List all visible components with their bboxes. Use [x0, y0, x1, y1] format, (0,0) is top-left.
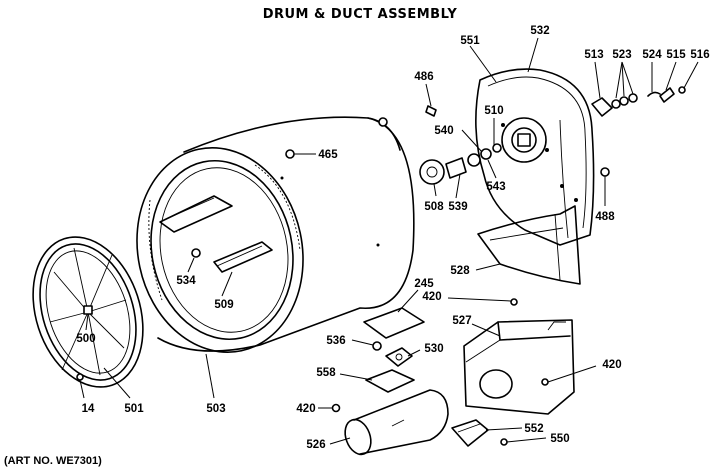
art-number: (ART NO. WE7301) — [4, 455, 102, 467]
label-551: 551 — [460, 35, 480, 47]
label-516: 516 — [690, 49, 709, 61]
heater-and-brackets-drawing — [331, 307, 508, 456]
label-550: 550 — [550, 433, 569, 445]
label-543: 543 — [486, 181, 505, 193]
label-530: 530 — [424, 343, 443, 355]
label-420-c: 420 — [296, 403, 315, 415]
label-500: 500 — [76, 333, 95, 345]
label-552: 552 — [524, 423, 543, 435]
label-534: 534 — [176, 275, 196, 287]
part-labels: 551 532 513 523 524 515 516 486 510 540 … — [76, 25, 709, 451]
label-539: 539 — [448, 201, 467, 213]
label-14: 14 — [82, 403, 95, 415]
door-assembly-drawing — [32, 236, 144, 388]
label-486: 486 — [414, 71, 433, 83]
label-532: 532 — [530, 25, 549, 37]
label-536: 536 — [326, 335, 345, 347]
label-528: 528 — [450, 265, 470, 277]
label-245: 245 — [414, 278, 434, 290]
label-420-a: 420 — [422, 291, 441, 303]
drum-shaft-drawing — [419, 143, 502, 185]
rear-duct-drawing — [475, 68, 595, 285]
label-465: 465 — [318, 149, 338, 161]
rear-hardware-drawing — [425, 86, 686, 177]
label-558: 558 — [316, 367, 336, 379]
label-523: 523 — [612, 49, 631, 61]
label-420-b: 420 — [602, 359, 621, 371]
drum-drawing — [136, 116, 415, 353]
blower-housing-drawing — [463, 298, 575, 415]
label-501: 501 — [124, 403, 144, 415]
leader-lines — [79, 37, 699, 445]
label-527: 527 — [452, 315, 471, 327]
label-508: 508 — [424, 201, 444, 213]
diagram-title: DRUM & DUCT ASSEMBLY — [263, 7, 458, 22]
label-540: 540 — [434, 125, 453, 137]
label-526: 526 — [306, 439, 325, 451]
label-524: 524 — [642, 49, 662, 61]
label-515: 515 — [666, 49, 686, 61]
label-488: 488 — [595, 211, 615, 223]
label-503: 503 — [206, 403, 225, 415]
label-513: 513 — [584, 49, 603, 61]
label-510: 510 — [484, 105, 503, 117]
label-509: 509 — [214, 299, 233, 311]
